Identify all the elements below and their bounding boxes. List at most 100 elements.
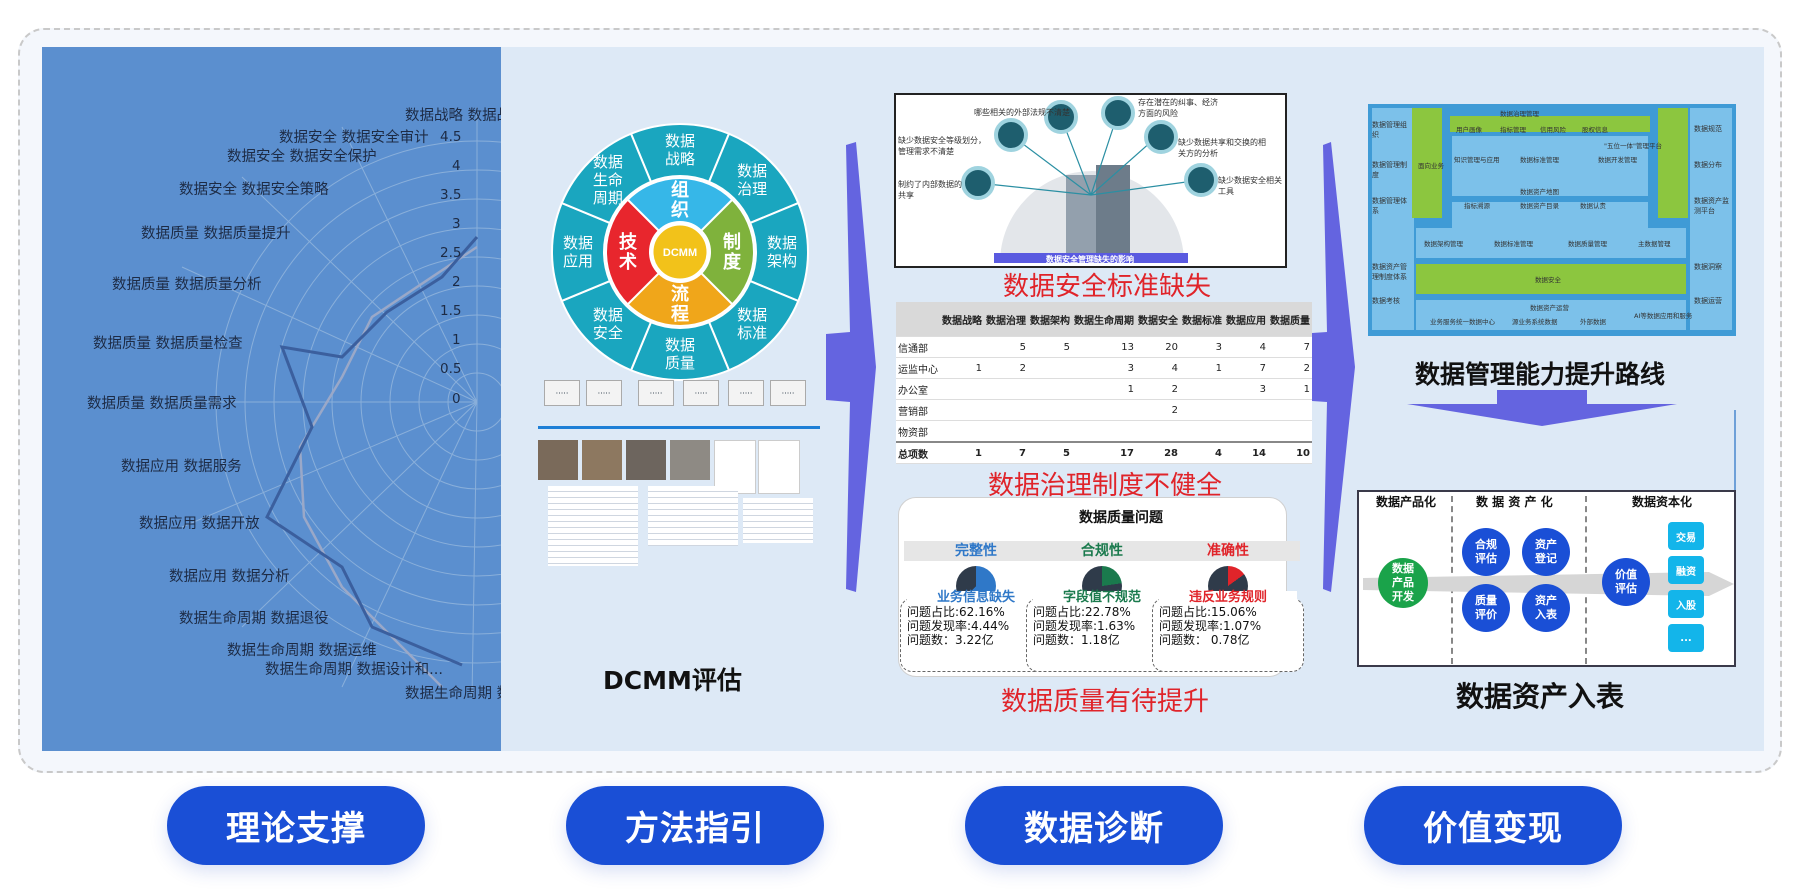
asset-stage-heading: 数 据 资 产 化 xyxy=(1476,495,1553,509)
table-cell xyxy=(1180,399,1224,421)
architecture-right-label: 数据分布 xyxy=(1694,161,1722,169)
table-row: 物资部 xyxy=(896,420,1312,443)
dcmm-pillar-label: 技术 xyxy=(619,231,638,273)
governance-title: 数据治理制度不健全 xyxy=(988,471,1223,501)
table-cell: 3 xyxy=(1224,378,1268,400)
radar-axis-label: 数据质量 数据质量检查 xyxy=(93,336,243,352)
dcmm-center-label: DCMM xyxy=(663,247,697,259)
architecture-module-label: 指标管理 xyxy=(1500,126,1526,134)
security-title: 数据安全标准缺失 xyxy=(1003,272,1212,302)
quality-box-title: 数据质量问题 xyxy=(1079,510,1163,526)
table-cell xyxy=(1224,399,1268,421)
table-cell: 4 xyxy=(1180,441,1224,464)
table-cell: 7 xyxy=(984,441,1028,464)
table-cell: 5 xyxy=(1028,336,1072,358)
arrow-right-2 xyxy=(1297,142,1355,592)
quality-metric: 问题数：1.18亿 xyxy=(1033,633,1120,647)
architecture-diagram xyxy=(1368,104,1736,336)
architecture-module-label: 业务服务统一数据中心 xyxy=(1430,318,1495,326)
table-cell: 14 xyxy=(1224,441,1268,464)
assets-title: 数据资产入表 xyxy=(1456,680,1625,713)
asset-process-node: 价值 评估 xyxy=(1602,558,1650,606)
table-cell xyxy=(1028,399,1072,421)
quality-dimension-header: 准确性 xyxy=(1156,541,1300,561)
table-cell xyxy=(984,378,1028,400)
table-cell: 信通部 xyxy=(896,336,940,358)
table-cell: 2 xyxy=(1136,399,1180,421)
table-cell xyxy=(1028,420,1072,443)
quality-metric: 问题发现率:1.07% xyxy=(1159,619,1262,633)
pill-method[interactable]: 方法指引 xyxy=(566,786,824,865)
table-header-cell: 数据治理 xyxy=(984,302,1028,337)
table-cell: 1 xyxy=(1268,378,1312,400)
radar-tick: 1.5 xyxy=(440,303,462,319)
architecture-module-label: 数据开发管理 xyxy=(1598,156,1637,164)
capital-use-tag: 入股 xyxy=(1668,590,1704,618)
table-row: 营销部 2 xyxy=(896,399,1312,421)
pill-value[interactable]: 价值变现 xyxy=(1364,786,1622,865)
quality-metric: 问题数： 0.78亿 xyxy=(1159,633,1250,647)
architecture-module-label: 数据安全 xyxy=(1535,276,1561,284)
pill-diagnosis[interactable]: 数据诊断 xyxy=(965,786,1223,865)
table-cell: 1 xyxy=(940,441,984,464)
architecture-module-label: 知识管理与应用 xyxy=(1454,156,1500,164)
security-point: 存在潜在的纠事、经济方面的风险 xyxy=(1138,98,1218,118)
quality-metric: 问题发现率:4.44% xyxy=(907,619,1010,633)
architecture-module-label: 信用风险 xyxy=(1540,126,1566,134)
dcmm-domain-label: 数据标准 xyxy=(737,306,767,342)
quality-dimension-header: 完整性 xyxy=(904,541,1048,561)
radar-axis-label: 数据生命周期 数据需求 xyxy=(405,686,501,702)
table-cell: 营销部 xyxy=(896,399,940,421)
quality-metric: 问题占比:62.16% xyxy=(907,605,1005,619)
dcmm-inner-segment xyxy=(605,198,661,306)
radar-tick: 2.5 xyxy=(440,245,462,261)
asset-stage-heading: 数据资本化 xyxy=(1632,495,1693,509)
table-cell xyxy=(940,399,984,421)
asset-process-node: 质量 评价 xyxy=(1462,584,1510,632)
radar-axis-label: 数据安全 数据安全审计 xyxy=(279,130,429,146)
pill-theory[interactable]: 理论支撑 xyxy=(167,786,425,865)
quality-title: 数据质量有待提升 xyxy=(1001,687,1210,717)
radar-axis-label: 数据质量 数据质量需求 xyxy=(87,396,237,412)
asset-process-node: 合规 评估 xyxy=(1462,528,1510,576)
radar-axis-label: 数据生命周期 数据退役 xyxy=(179,611,329,627)
table-cell xyxy=(1224,420,1268,443)
radar-axis-label: 数据生命周期 数据设计和... xyxy=(265,662,443,678)
dcmm-pillar-label: 组织 xyxy=(671,179,689,221)
radar-axis-label: 数据战略 数据战略制定 xyxy=(405,108,501,124)
security-impact-diagram: 哪些相关的外部法规不清楚 缺少数据安全等级划分，管理需求不清楚 制约了内部数据的… xyxy=(894,93,1287,268)
table-cell: 13 xyxy=(1072,336,1136,358)
table-cell xyxy=(1072,399,1136,421)
security-point: 制约了内部数据的共享 xyxy=(898,180,962,200)
table-cell: 5 xyxy=(1028,441,1072,464)
table-cell: 办公室 xyxy=(896,378,940,400)
architecture-module-label: 数据标准管理 xyxy=(1494,240,1533,248)
architecture-module-label: AI等数据应用和服务 xyxy=(1634,312,1693,320)
radar-tick: 4 xyxy=(452,158,461,174)
architecture-module-label: 源业务系统数据 xyxy=(1512,318,1558,326)
dcmm-domain-label: 数据架构 xyxy=(767,234,797,270)
table-cell xyxy=(1268,399,1312,421)
table-cell: 物资部 xyxy=(896,420,940,443)
table-cell: 总项数 xyxy=(896,441,940,464)
quality-metric: 问题占比:15.06% xyxy=(1159,605,1257,619)
table-cell: 4 xyxy=(1224,336,1268,358)
table-cell xyxy=(940,378,984,400)
dcmm-process-flow: ····· ····· ····· ····· ····· ····· xyxy=(538,380,820,432)
architecture-right-label: 数据规范 xyxy=(1694,125,1722,133)
architecture-module-label: "五位一体"管理平台 xyxy=(1604,142,1662,150)
quality-issue-name: 业务信息缺失 xyxy=(907,591,1045,605)
table-cell xyxy=(1028,357,1072,379)
architecture-module-label: 股权信息 xyxy=(1582,126,1608,134)
table-cell: 3 xyxy=(1072,357,1136,379)
table-cell: 17 xyxy=(1072,441,1136,464)
quality-issue-name: 违反业务规则 xyxy=(1159,591,1297,605)
arrow-down xyxy=(1407,390,1677,426)
radar-axis-label: 数据质量 数据质量分析 xyxy=(112,277,262,293)
table-cell: 7 xyxy=(1268,336,1312,358)
capital-use-tag: ... xyxy=(1668,624,1704,652)
